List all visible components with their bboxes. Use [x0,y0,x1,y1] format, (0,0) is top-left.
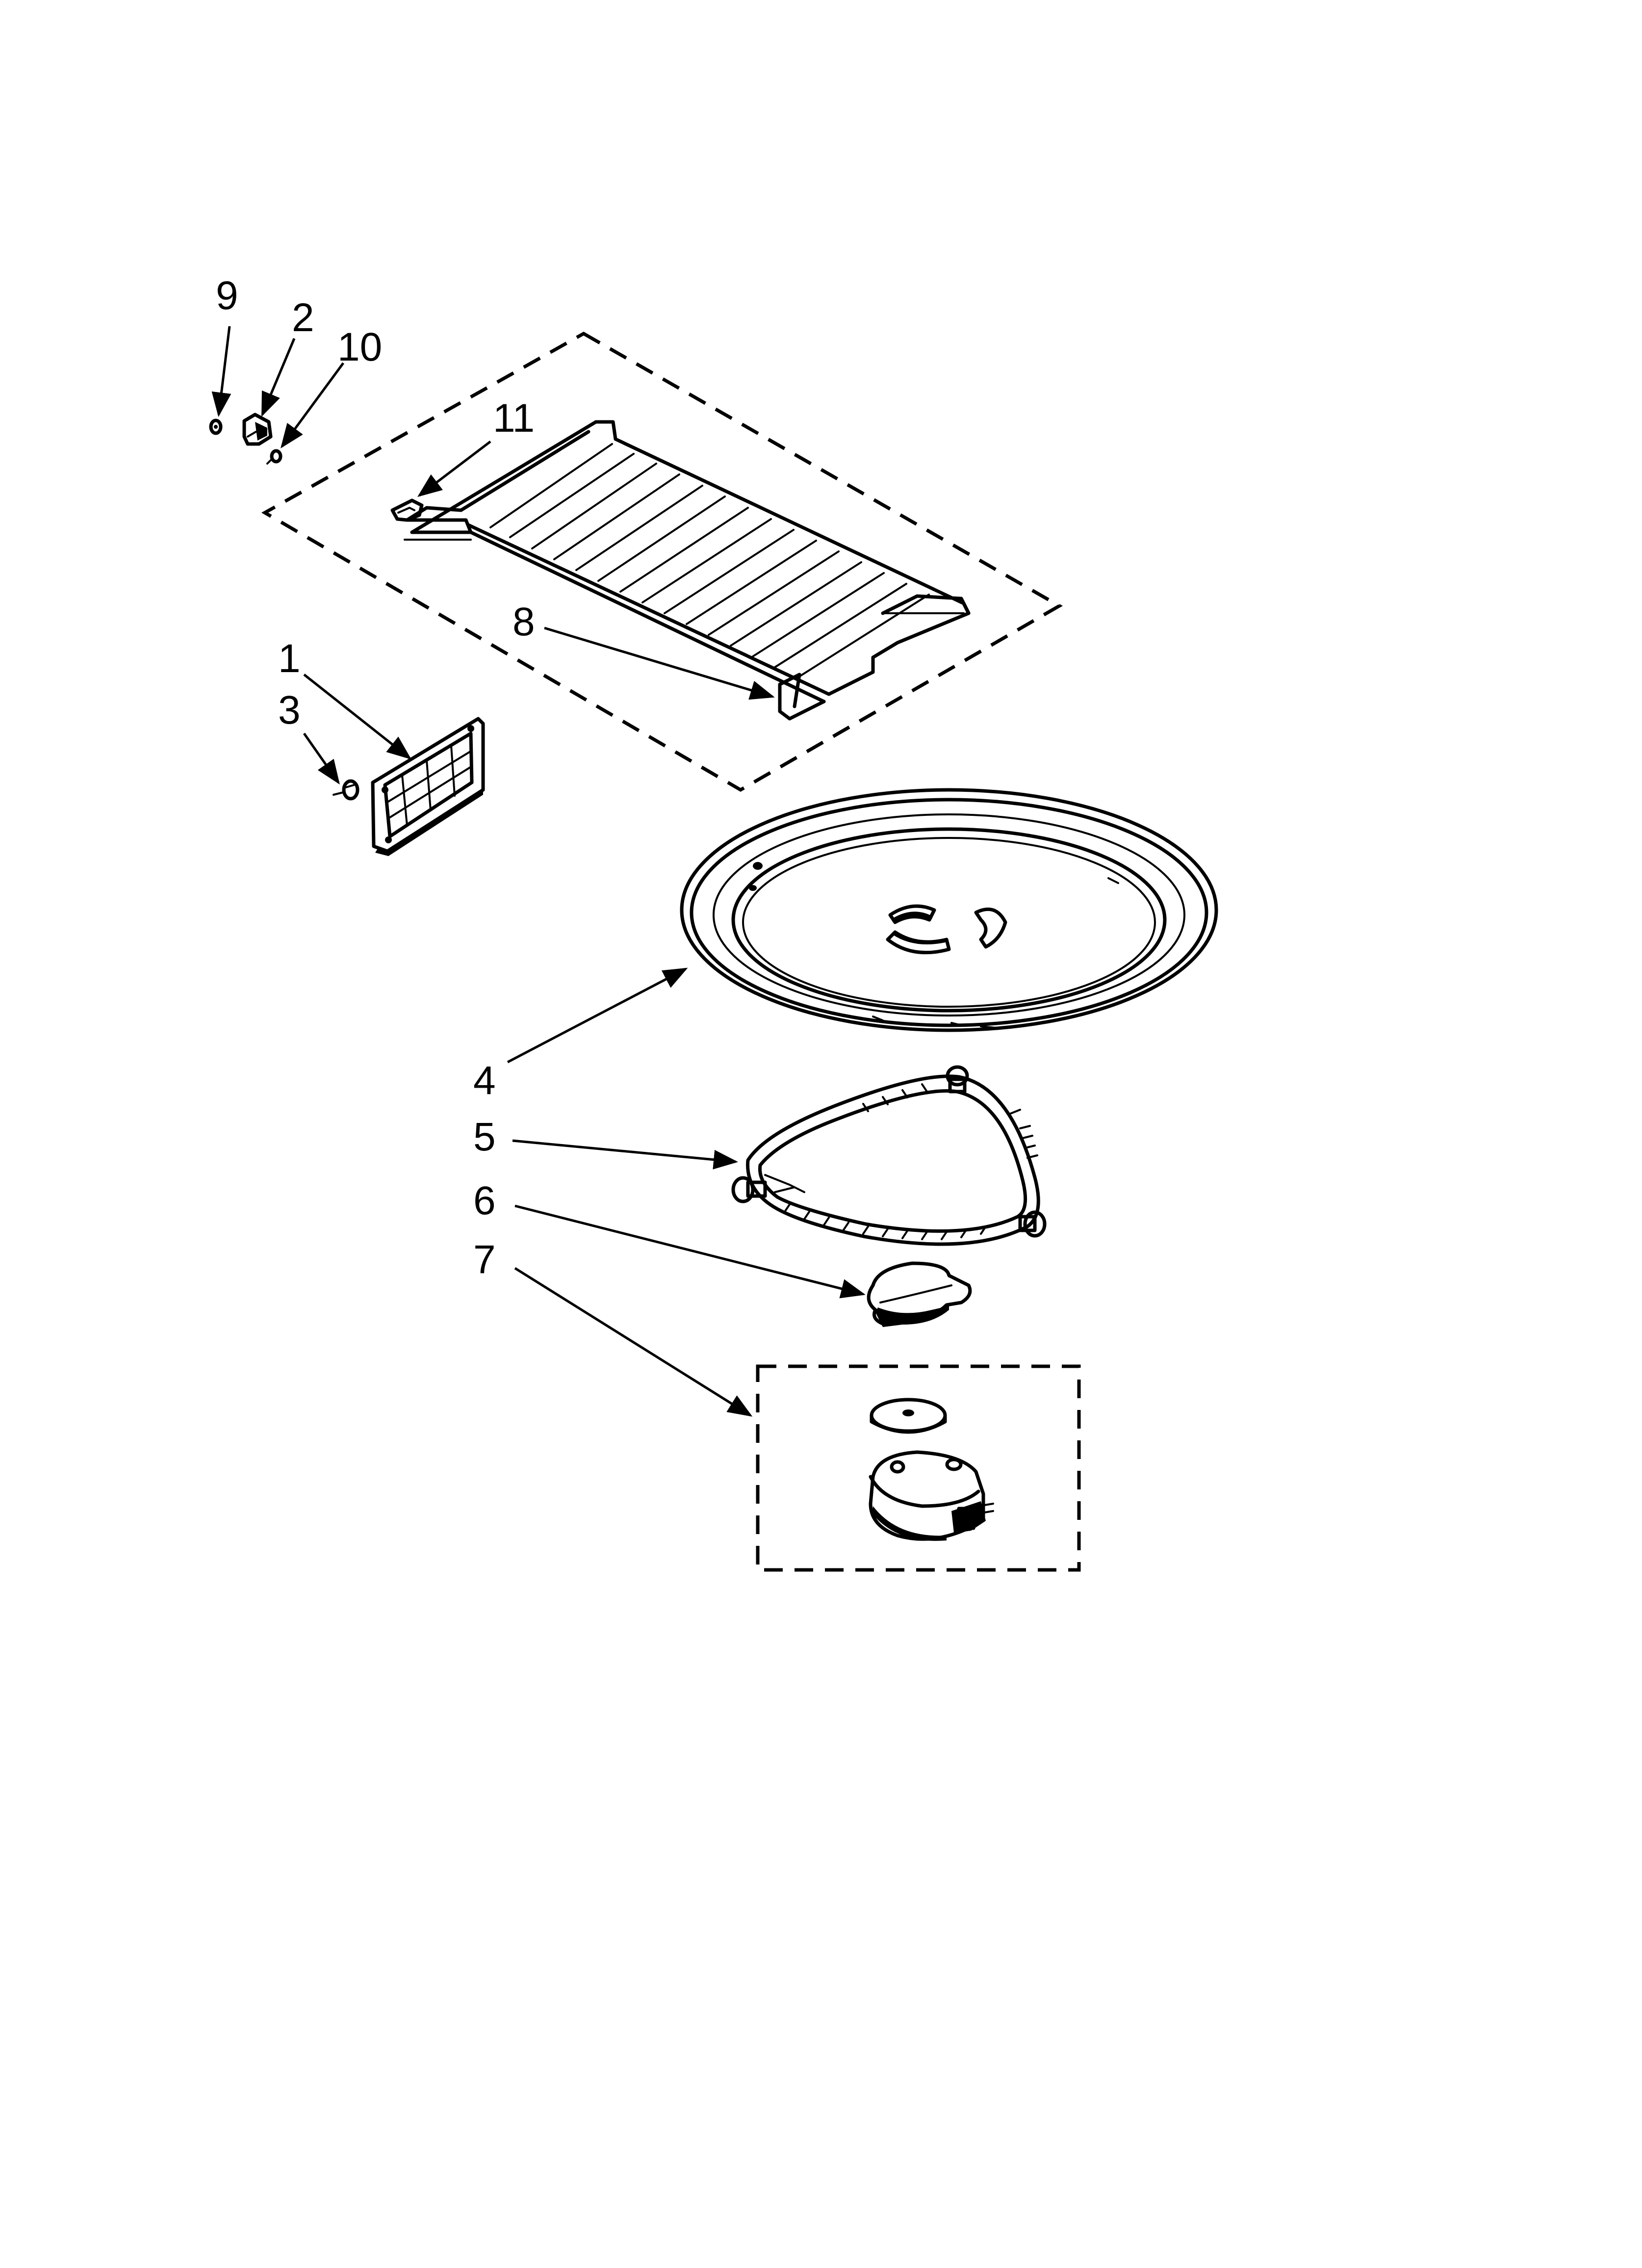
callout-6: 6 [473,1178,496,1223]
callout-2: 2 [292,295,314,340]
callout-9: 9 [216,273,238,318]
support-screw-part[interactable] [266,449,282,465]
wire-rack-part[interactable] [404,420,971,721]
leader-8 [544,626,775,700]
leader-7 [514,1267,753,1417]
leader-4 [507,967,688,1064]
callout-5: 5 [473,1115,496,1159]
leader-6 [514,1204,866,1299]
leader-3 [303,732,340,785]
rack-clip-part[interactable] [390,498,424,522]
turntable-tray-part[interactable] [680,788,1218,1032]
leader-10 [281,362,345,449]
filter-grille-part[interactable] [371,717,485,856]
callout-8: 8 [513,600,535,644]
leader-9 [211,326,231,417]
rack-support-part[interactable] [242,413,273,446]
motor-group-boundary [756,1364,1081,1572]
washer-part[interactable] [209,418,223,435]
leader-2 [261,338,296,417]
roller-guide-part[interactable] [731,1065,1047,1246]
callout-10: 10 [337,325,382,369]
leader-5 [512,1139,738,1170]
callout-3: 3 [278,688,301,732]
callout-11: 11 [493,396,535,441]
turntable-motor-part[interactable] [869,1398,994,1541]
leader-1 [303,674,411,760]
callout-1: 1 [278,636,301,681]
turntable-coupler-part[interactable] [867,1261,972,1327]
rack-group-boundary [261,331,1063,792]
callout-4: 4 [473,1058,496,1103]
leader-11 [417,441,491,497]
grille-screw-part[interactable] [333,779,359,801]
callout-7: 7 [473,1237,496,1282]
